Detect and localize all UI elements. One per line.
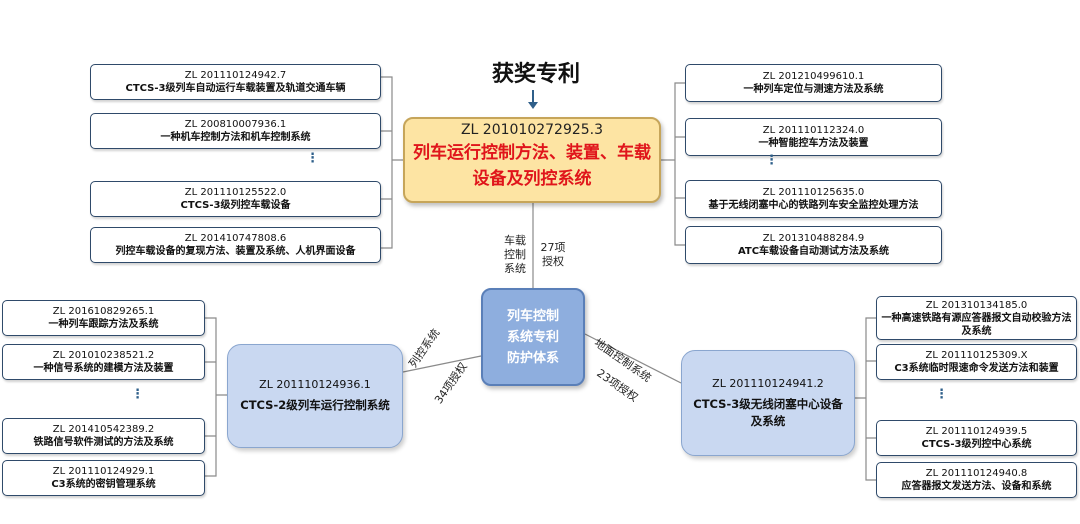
main-patent-box: ZL 201010272925.3 列车运行控制方法、装置、车载设备及列控系统: [403, 117, 661, 203]
link-top-category: 车载 控制 系统: [498, 234, 532, 276]
connector-top-left: [381, 76, 403, 249]
ellipsis-icon: ⋮: [935, 387, 948, 402]
label-line: 系统: [504, 262, 526, 275]
center-line: 防护体系: [506, 350, 559, 366]
link-top-count: 27项 授权: [536, 241, 570, 269]
patent-number: ZL 201110124940.8: [925, 468, 1028, 479]
left-hub-box: ZL 201110124936.1 CTCS-2级列车运行控制系统: [227, 344, 403, 448]
patent-number: ZL 201010238521.2: [52, 350, 155, 361]
patent-box-br-3: ZL 201110124939.5 CTCS-3级列控中心系统: [876, 420, 1077, 456]
connector-bottom-left: [205, 317, 227, 477]
patent-box-bl-4: ZL 201110124929.1 C3系统的密钥管理系统: [2, 460, 205, 496]
patent-box-tl-1: ZL 201110124942.7 CTCS-3级列车自动运行车载装置及轨道交通…: [90, 64, 381, 100]
connector-center-left: [402, 355, 482, 373]
ellipsis-icon: ⋮: [306, 151, 319, 166]
label-line: 控制: [504, 248, 526, 261]
patent-name: 列控车载设备的复现方法、装置及系统、人机界面设备: [115, 246, 356, 257]
patent-number: ZL 200810007936.1: [184, 119, 287, 130]
page-title: 获奖专利: [491, 62, 580, 87]
patent-name: 一种智能控车方法及装置: [758, 138, 869, 149]
patent-number: ZL 201110124939.5: [925, 426, 1028, 437]
patent-box-tl-3: ZL 201110125522.0 CTCS-3级列控车载设备: [90, 181, 381, 217]
patent-number: ZL 201110125635.0: [762, 187, 865, 198]
patent-box-br-4: ZL 201110124940.8 应答器报文发送方法、设备和系统: [876, 462, 1077, 498]
connector-center-right: [584, 333, 682, 384]
center-line: 系统专利: [506, 329, 559, 345]
arrow-down-icon: [528, 90, 538, 109]
label-line: 授权: [542, 255, 564, 268]
patent-name: CTCS-3级无线闭塞中心设备及系统: [693, 396, 843, 428]
patent-box-tr-4: ZL 201310488284.9 ATC车载设备自动测试方法及系统: [685, 226, 942, 264]
patent-name: 一种高速铁路有源应答器报文自动校验方法及系统: [881, 312, 1072, 337]
ellipsis-icon: ⋮: [765, 153, 778, 168]
patent-name: CTCS-3级列控车载设备: [180, 200, 291, 211]
patent-name: 一种信号系统的建模方法及装置: [33, 363, 174, 374]
patent-number: ZL 201310488284.9: [762, 233, 865, 244]
patent-name: CTCS-3级列车自动运行车载装置及轨道交通车辆: [125, 83, 346, 94]
patent-name: ATC车载设备自动测试方法及系统: [737, 246, 890, 257]
patent-name: 基于无线闭塞中心的铁路列车安全监控处理方法: [708, 200, 919, 211]
patent-box-tl-2: ZL 200810007936.1 一种机车控制方法和机车控制系统: [90, 113, 381, 149]
patent-number: ZL 201210499610.1: [762, 71, 865, 82]
patent-box-br-2: ZL 201110125309.X C3系统临时限速命令发送方法和装置: [876, 344, 1077, 380]
patent-name: C3系统的密钥管理系统: [51, 479, 156, 490]
label-line: 27项: [540, 241, 566, 254]
patent-number: ZL 201410542389.2: [52, 424, 155, 435]
patent-box-tr-2: ZL 201110112324.0 一种智能控车方法及装置: [685, 118, 942, 156]
main-patent-name: 列车运行控制方法、装置、车载设备及列控系统: [413, 143, 651, 189]
patent-number: ZL 201110124941.2: [712, 376, 824, 390]
connector-top-right: [661, 82, 685, 246]
patent-number: ZL 201310134185.0: [925, 299, 1028, 311]
patent-name: C3系统临时限速命令发送方法和装置: [894, 363, 1059, 374]
center-node: 列车控制 系统专利 防护体系: [481, 288, 585, 386]
patent-name: CTCS-3级列控中心系统: [921, 439, 1032, 450]
connector-bottom-right: [855, 317, 876, 481]
patent-number: ZL 201110124942.7: [184, 70, 287, 81]
patent-name: 一种列车定位与测速方法及系统: [743, 84, 884, 95]
patent-number: ZL 201110125309.X: [925, 350, 1028, 361]
patent-name: 一种列车跟踪方法及系统: [48, 319, 159, 330]
main-patent-number: ZL 201010272925.3: [460, 122, 604, 138]
ellipsis-icon: ⋮: [131, 387, 144, 402]
patent-name: 一种机车控制方法和机车控制系统: [160, 132, 311, 143]
center-line: 列车控制: [506, 308, 559, 324]
patent-name: 铁路信号软件测试的方法及系统: [33, 437, 174, 448]
patent-name: CTCS-2级列车运行控制系统: [240, 398, 390, 412]
patent-number: ZL 201110112324.0: [762, 125, 865, 136]
patent-box-bl-3: ZL 201410542389.2 铁路信号软件测试的方法及系统: [2, 418, 205, 454]
patent-number: ZL 201110124929.1: [52, 466, 155, 477]
patent-box-tr-1: ZL 201210499610.1 一种列车定位与测速方法及系统: [685, 64, 942, 102]
right-hub-box: ZL 201110124941.2 CTCS-3级无线闭塞中心设备及系统: [681, 350, 855, 456]
label-line: 车载: [504, 234, 526, 247]
patent-box-tr-3: ZL 201110125635.0 基于无线闭塞中心的铁路列车安全监控处理方法: [685, 180, 942, 218]
patent-name: 应答器报文发送方法、设备和系统: [901, 481, 1052, 492]
patent-number: ZL 201110124936.1: [259, 378, 371, 391]
patent-number: ZL 201410747808.6: [184, 233, 287, 244]
patent-number: ZL 201110125522.0: [184, 187, 287, 198]
patent-number: ZL 201610829265.1: [52, 306, 155, 317]
patent-box-bl-2: ZL 201010238521.2 一种信号系统的建模方法及装置: [2, 344, 205, 380]
patent-box-br-1: ZL 201310134185.0 一种高速铁路有源应答器报文自动校验方法及系统: [876, 296, 1077, 340]
patent-box-tl-4: ZL 201410747808.6 列控车载设备的复现方法、装置及系统、人机界面…: [90, 227, 381, 263]
patent-box-bl-1: ZL 201610829265.1 一种列车跟踪方法及系统: [2, 300, 205, 336]
